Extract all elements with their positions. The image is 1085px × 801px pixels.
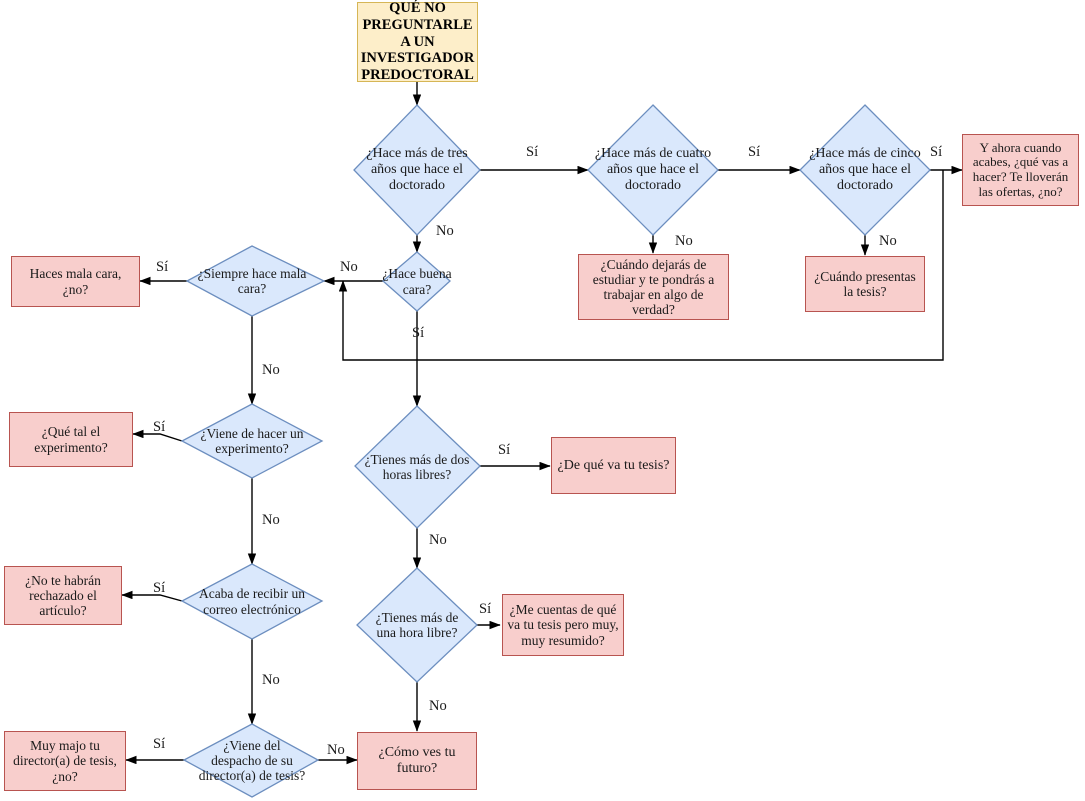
edge-label-doshoras-no: No [429, 532, 447, 548]
decision-experimento-label: ¿Viene de hacer un experimento? [200, 425, 304, 456]
edge-label-buenacara-si: Sí [412, 325, 425, 341]
diamond-cuatro-anios [587, 104, 719, 236]
edge-label-experimento-no: No [262, 512, 280, 528]
edge-label-experimento-si: Sí [153, 419, 166, 435]
answer-presentas-tesis[interactable]: ¿Cuándo presentas la tesis? [805, 256, 925, 312]
answer-como-ves-futuro[interactable]: ¿Cómo ves tu futuro? [357, 732, 477, 790]
answer-muy-majo-director[interactable]: Muy majo tu director(a) de tesis, ¿no? [4, 731, 126, 791]
answer-mala-cara-label: Haces mala cara, ¿no? [29, 266, 122, 297]
diamond-siempre-mala-cara [185, 245, 326, 317]
answer-dejaras-estudiar-label: ¿Cuándo dejarás de estudiar y te pondrás… [592, 256, 715, 318]
edge-label-unahora-no: No [429, 698, 447, 714]
decision-cuatro-anios[interactable]: ¿Hace más de cuatro años que hace el doc… [588, 105, 718, 235]
decision-dos-horas[interactable]: ¿Tienes más de dos horas libres? [357, 406, 477, 528]
diamond-despacho [182, 723, 320, 798]
diamond-correo [180, 563, 324, 640]
decision-dos-horas-label: ¿Tienes más de dos horas libres? [364, 451, 470, 482]
diamond-una-hora [356, 567, 478, 683]
decision-siempre-mala-cara[interactable]: ¿Siempre hace mala cara? [192, 246, 312, 316]
edge-label-tres-si: Sí [526, 144, 539, 160]
answer-de-que-va-tesis[interactable]: ¿De qué va tu tesis? [551, 437, 676, 494]
diamond-cinco-anios [799, 104, 931, 236]
edge-label-cuatro-si: Sí [748, 144, 761, 160]
answer-muy-majo-director-label: Muy majo tu director(a) de tesis, ¿no? [13, 738, 117, 784]
answer-que-tal-experimento-label: ¿Qué tal el experimento? [34, 424, 108, 455]
decision-correo[interactable]: Acaba de recibir un correo electrónico [192, 564, 312, 639]
answer-presentas-tesis-label: ¿Cuándo presentas la tesis? [814, 268, 916, 299]
answer-tesis-resumido[interactable]: ¿Me cuentas de qué va tu tesis pero muy,… [502, 594, 624, 656]
diamond-tres-anios [353, 104, 481, 236]
answer-ofertas-label: Y ahora cuando acabes, ¿qué vas a hacer?… [972, 139, 1069, 199]
decision-experimento[interactable]: ¿Viene de hacer un experimento? [190, 404, 314, 478]
answer-como-ves-futuro-label: ¿Cómo ves tu futuro? [378, 745, 456, 776]
decision-tres-anios-label: ¿Hace más de tres años que hace el docto… [366, 146, 468, 193]
decision-cuatro-anios-label: ¿Hace más de cuatro años que hace el doc… [594, 146, 712, 193]
edge-label-despacho-no: No [327, 742, 345, 758]
edge-correo-si [121, 590, 183, 602]
answer-rechazado-articulo-label: ¿No te habrán rechazado el artículo? [25, 572, 101, 619]
decision-cinco-anios[interactable]: ¿Hace más de cinco años que hace el doct… [800, 105, 930, 235]
diamond-dos-horas [354, 405, 481, 529]
edge-label-cinco-no: No [879, 233, 897, 249]
diamond-buena-cara [382, 251, 451, 312]
edge-label-buenacara-no: No [340, 259, 358, 275]
edge-label-tres-no: No [436, 223, 454, 239]
answer-ofertas[interactable]: Y ahora cuando acabes, ¿qué vas a hacer?… [962, 134, 1079, 206]
edge-label-malacara-no: No [262, 362, 280, 378]
decision-despacho-director[interactable]: ¿Viene del despacho de su director(a) de… [194, 724, 310, 797]
title-text: QUÉ NO PREGUNTARLE A UN INVESTIGADOR PRE… [360, 0, 475, 84]
decision-buena-cara[interactable]: ¿Hace buena cara? [378, 252, 456, 311]
answer-rechazado-articulo[interactable]: ¿No te habrán rechazado el artículo? [4, 566, 122, 625]
decision-una-hora-label: ¿Tienes más de una hora libre? [375, 609, 459, 640]
answer-tesis-resumido-label: ¿Me cuentas de qué va tu tesis pero muy,… [507, 602, 619, 648]
edge-return-loop [338, 170, 944, 361]
decision-siempre-mala-cara-label: ¿Siempre hace mala cara? [197, 265, 307, 296]
edge-label-correo-si: Sí [153, 580, 166, 596]
edge-label-despacho-si: Sí [153, 736, 166, 752]
edge-label-unahora-si: Sí [479, 601, 492, 617]
decision-shapes [180, 104, 931, 798]
decision-una-hora[interactable]: ¿Tienes más de una hora libre? [361, 568, 473, 682]
decision-tres-anios[interactable]: ¿Hace más de tres años que hace el docto… [354, 105, 480, 235]
answer-mala-cara[interactable]: Haces mala cara, ¿no? [11, 256, 140, 307]
edge-label-correo-no: No [262, 672, 280, 688]
decision-buena-cara-label: ¿Hace buena cara? [382, 266, 452, 297]
diamond-experimento [180, 403, 324, 479]
decision-cinco-anios-label: ¿Hace más de cinco años que hace el doct… [809, 146, 921, 193]
title-box: QUÉ NO PREGUNTARLE A UN INVESTIGADOR PRE… [357, 0, 478, 84]
edge-label-doshoras-si: Sí [498, 442, 511, 458]
answer-dejaras-estudiar[interactable]: ¿Cuándo dejarás de estudiar y te pondrás… [578, 254, 729, 320]
answer-que-tal-experimento[interactable]: ¿Qué tal el experimento? [9, 412, 133, 467]
decision-despacho-director-label: ¿Viene del despacho de su director(a) de… [198, 737, 306, 784]
edge-label-cinco-si: Sí [930, 144, 943, 160]
answer-de-que-va-tesis-label: ¿De qué va tu tesis? [557, 457, 670, 473]
decision-correo-label: Acaba de recibir un correo electrónico [198, 586, 306, 617]
edge-label-cuatro-no: No [675, 233, 693, 249]
edge-experimento-si [132, 429, 183, 442]
edge-label-malacara-si: Sí [156, 259, 169, 275]
